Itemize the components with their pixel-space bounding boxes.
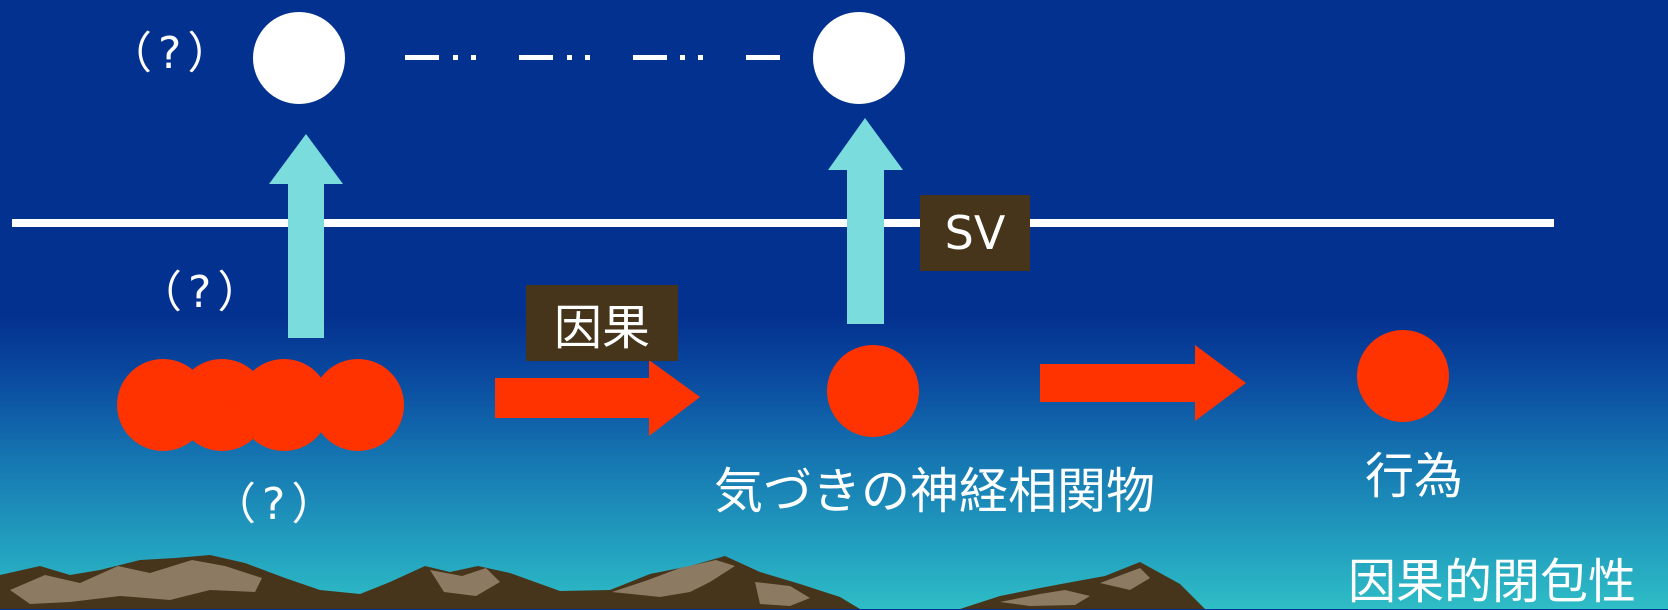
white-node-left — [253, 12, 345, 104]
up-arrow-left — [269, 134, 343, 338]
red-node-action — [1357, 330, 1449, 422]
red-node-cluster — [117, 359, 404, 451]
right-arrow-action — [1040, 345, 1246, 421]
up-arrow-right — [828, 118, 903, 324]
question-label-middle: （?） — [138, 267, 268, 318]
sv-box: SV — [920, 195, 1030, 271]
right-arrow-causal — [495, 360, 700, 436]
question-label-top: （?） — [108, 28, 238, 79]
ncc-label: 気づきの神経相関物 — [714, 463, 1156, 520]
mountain-range — [0, 555, 1205, 609]
causal-closure-label: 因果的閉包性 — [1348, 554, 1637, 610]
dash-dot-connector — [405, 55, 780, 60]
question-label-bottom: （?） — [212, 479, 342, 530]
causality-box: 因果 — [526, 285, 678, 361]
red-node-ncc — [827, 345, 919, 437]
action-label: 行為 — [1365, 448, 1464, 505]
white-node-right — [813, 12, 905, 104]
divider-line — [12, 219, 1554, 227]
